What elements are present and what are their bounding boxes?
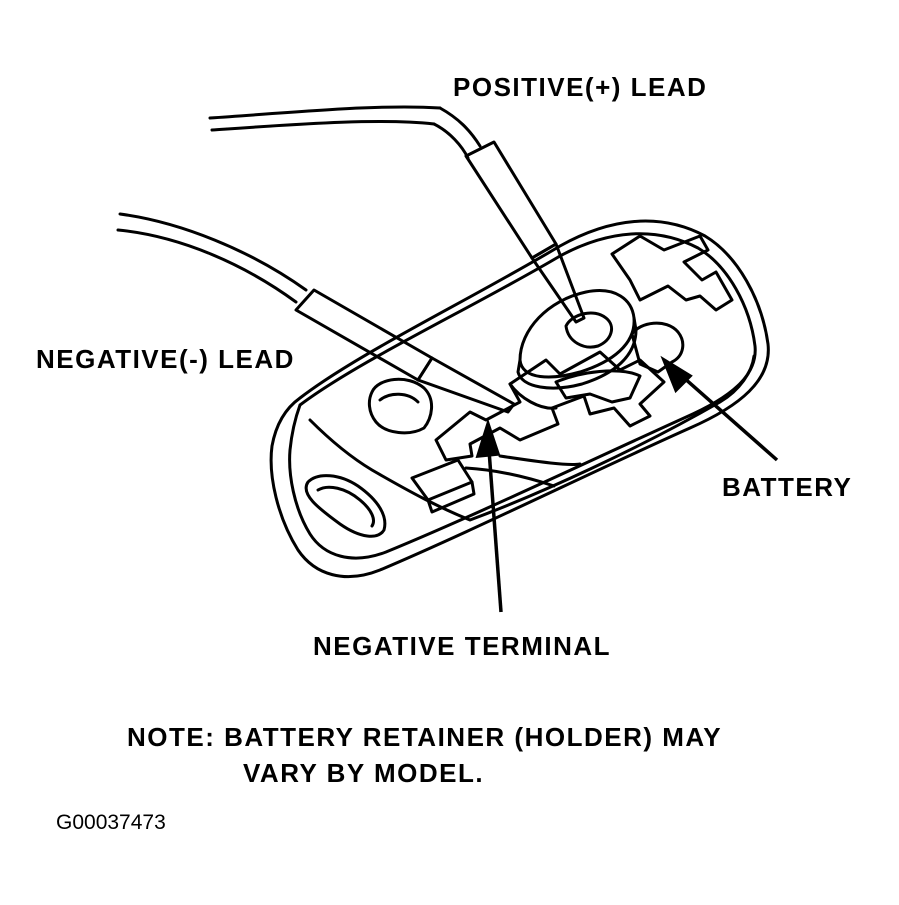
- positive-lead-wire-bottom: [210, 120, 436, 132]
- battery-label: BATTERY: [722, 472, 853, 502]
- terminal-arrow-head: [475, 418, 501, 459]
- housing-slot-left-inner: [316, 485, 375, 528]
- negative-terminal-label: NEGATIVE TERMINAL: [313, 631, 612, 661]
- housing-slot-left: [304, 474, 387, 538]
- terminal-arrow-line: [487, 449, 503, 613]
- note-text: NOTE: BATTERY RETAINER (HOLDER) MAY VARY…: [127, 724, 722, 786]
- terminal-pad-side: [426, 480, 476, 514]
- retainer-tab-lower: [554, 369, 642, 404]
- negative-lead-label: NEGATIVE(-) LEAD: [36, 344, 295, 374]
- housing-inner-wall: [308, 354, 756, 522]
- note-line-1: NOTE: BATTERY RETAINER (HOLDER) MAY: [127, 722, 723, 752]
- positive-lead-label: POSITIVE(+) LEAD: [453, 72, 708, 102]
- battery-arrow-head: [660, 355, 693, 394]
- negative-probe-tip: [416, 356, 516, 414]
- retainer-fold: [508, 382, 558, 410]
- battery-arrow-line: [681, 375, 779, 462]
- battery-cell-edge: [516, 316, 638, 390]
- note-line-2: VARY BY MODEL.: [243, 758, 485, 788]
- retainer-upper-right: [610, 234, 734, 312]
- positive-lead-wire-top: [208, 105, 442, 120]
- figure-id: G00037473: [56, 811, 166, 834]
- housing-ridge-mid: [464, 466, 556, 488]
- negative-lead-wire-bottom: [116, 228, 298, 304]
- round-post: [367, 377, 433, 435]
- positive-probe-tip: [530, 242, 586, 324]
- positive-probe-handle: [464, 140, 558, 260]
- terminal-pad: [410, 458, 474, 502]
- housing-ridge-lower: [498, 454, 582, 466]
- round-post-inner: [378, 392, 420, 404]
- negative-probe-handle: [294, 288, 434, 382]
- positive-lead-wire-curve: [432, 106, 482, 160]
- housing-outer-shell: [269, 219, 770, 579]
- retainer-tab-right: [630, 321, 685, 374]
- negative-lead-wire-top: [118, 212, 308, 292]
